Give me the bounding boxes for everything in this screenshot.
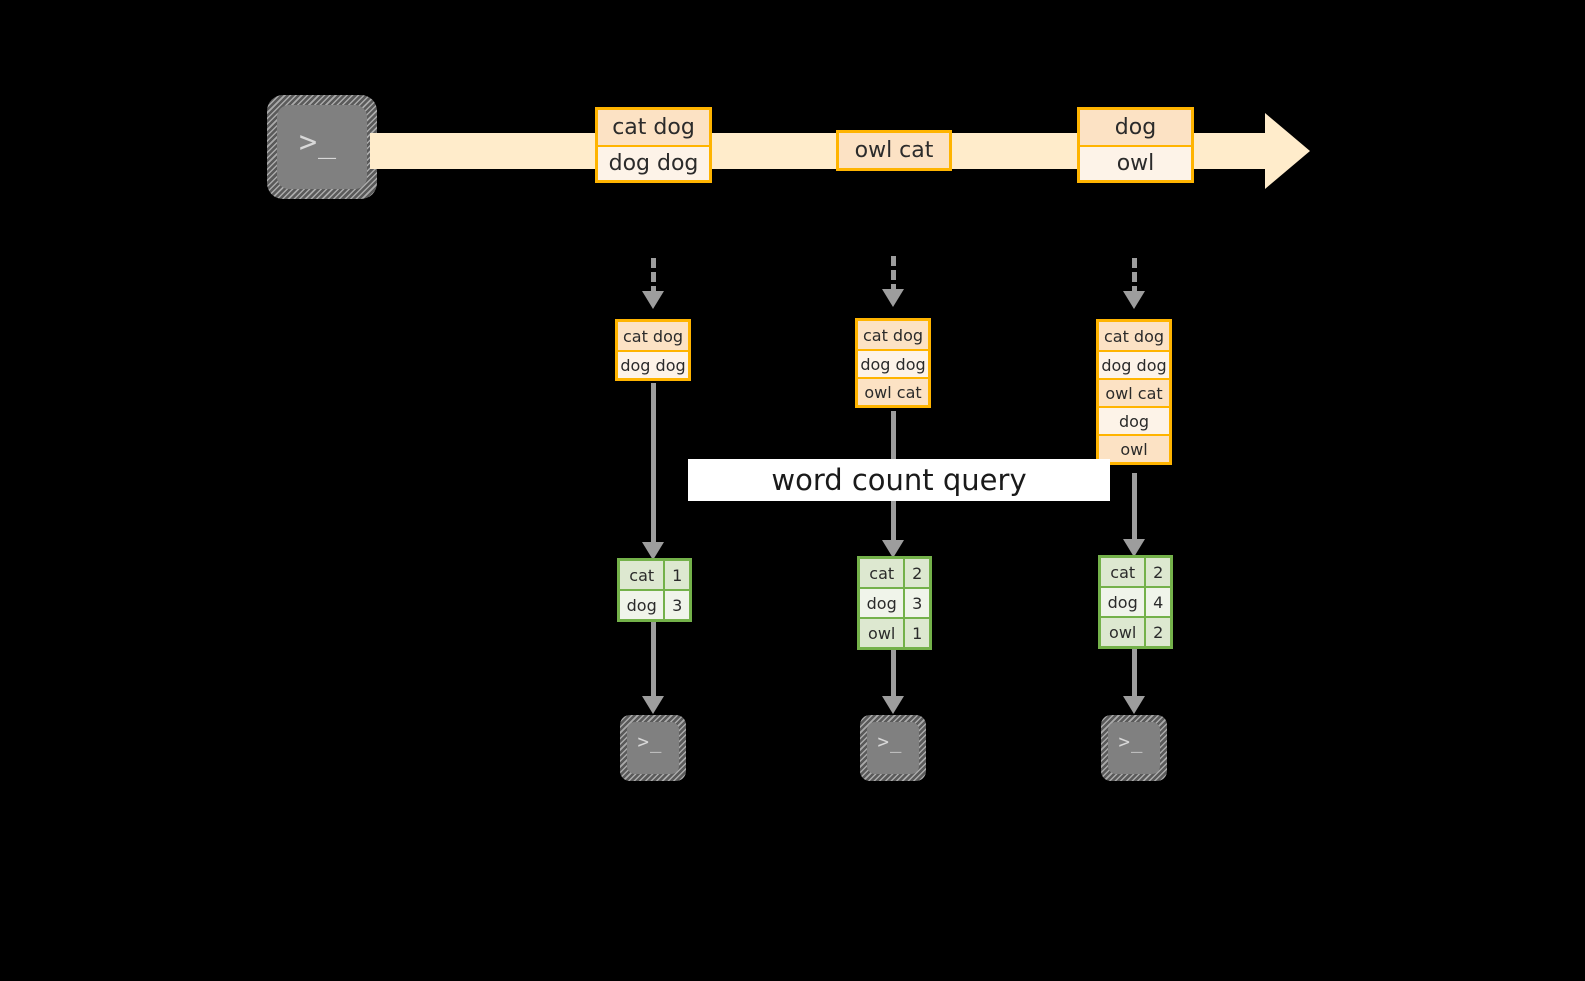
stream-arrow-head [1265,113,1310,189]
stream-batch-1: cat dog dog dog [595,107,712,183]
sink-connector-arrow-2 [882,696,904,714]
table-row: dog 4 [1101,586,1170,616]
dashed-connector-1 [651,258,656,296]
accumulated-record: cat dog [1099,322,1169,350]
stream-record: cat dog [598,110,709,145]
terminal-screen [277,105,367,189]
sink-connector-3 [1132,649,1137,700]
result-count: 4 [1144,588,1170,616]
sink-terminal-2: >_ [860,715,926,781]
source-terminal-icon: >_ [267,95,377,199]
accumulated-record: dog [1099,406,1169,434]
accumulated-record: cat dog [618,322,688,350]
table-row: cat 2 [860,559,929,587]
stream-batch-2: owl cat [836,130,952,171]
stream-record: owl [1080,145,1191,180]
terminal-prompt-glyph: >_ [637,730,663,753]
accumulated-state-1: cat dog dog dog [615,319,691,381]
table-row: cat 1 [620,561,689,589]
accumulated-record: owl cat [1099,378,1169,406]
sink-connector-1 [651,620,656,700]
accumulated-record: dog dog [1099,350,1169,378]
query-connector-arrow-1 [642,542,664,560]
result-word: cat [620,561,664,589]
result-word: dog [620,591,664,619]
sink-terminal-3: >_ [1101,715,1167,781]
sink-connector-arrow-1 [642,696,664,714]
result-word: dog [1101,588,1145,616]
accumulated-record: dog dog [618,350,688,378]
dashed-connector-2 [891,256,896,294]
sink-connector-arrow-3 [1123,696,1145,714]
result-count: 1 [903,619,929,647]
result-count: 2 [903,559,929,587]
query-connector-3 [1132,473,1137,551]
query-connector-arrow-2 [882,540,904,558]
query-connector-1 [651,383,656,553]
table-row: owl 1 [860,617,929,647]
terminal-screen [1108,722,1160,774]
query-label-text: word count query [771,463,1027,497]
query-connector-arrow-3 [1123,539,1145,557]
sink-connector-2 [891,650,896,700]
table-row: owl 2 [1101,616,1170,646]
result-count: 2 [1144,558,1170,586]
table-row: cat 2 [1101,558,1170,586]
result-table-3: cat 2 dog 4 owl 2 [1098,555,1173,649]
result-count: 1 [663,561,689,589]
result-count: 2 [1144,618,1170,646]
result-table-2: cat 2 dog 3 owl 1 [857,556,932,650]
result-word: owl [860,619,904,647]
accumulated-record: cat dog [858,321,928,349]
stream-record: dog dog [598,145,709,180]
dashed-connector-arrow-1 [642,291,664,309]
table-row: dog 3 [860,587,929,617]
dashed-connector-arrow-3 [1123,291,1145,309]
result-word: cat [860,559,904,587]
terminal-prompt-glyph: >_ [877,730,903,753]
accumulated-record: dog dog [858,349,928,377]
result-word: dog [860,589,904,617]
accumulated-state-2: cat dog dog dog owl cat [855,318,931,408]
sink-terminal-1: >_ [620,715,686,781]
terminal-screen [627,722,679,774]
result-count: 3 [663,591,689,619]
query-label: word count query [688,459,1110,501]
terminal-prompt-glyph: >_ [298,125,338,160]
dashed-connector-3 [1132,258,1137,296]
terminal-screen [867,722,919,774]
result-table-1: cat 1 dog 3 [617,558,692,622]
accumulated-record: owl [1099,434,1169,462]
accumulated-record: owl cat [858,377,928,405]
terminal-prompt-glyph: >_ [1118,730,1144,753]
table-row: dog 3 [620,589,689,619]
stream-record: owl cat [839,133,949,168]
result-word: cat [1101,558,1145,586]
stream-record: dog [1080,110,1191,145]
stream-batch-3: dog owl [1077,107,1194,183]
result-count: 3 [903,589,929,617]
accumulated-state-3: cat dog dog dog owl cat dog owl [1096,319,1172,465]
result-word: owl [1101,618,1145,646]
dashed-connector-arrow-2 [882,289,904,307]
